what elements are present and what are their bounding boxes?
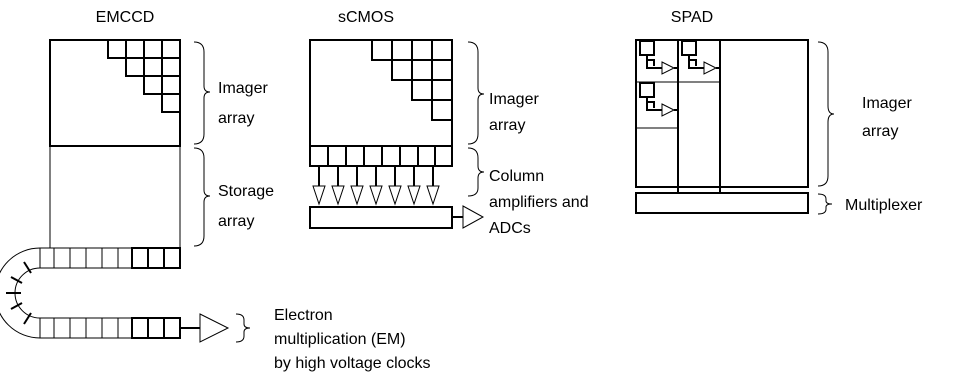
emccd-em-label-line2: multiplication (EM) (274, 331, 406, 348)
emccd-storage-label-line2: array (218, 213, 254, 230)
emccd-storage-array (49, 145, 181, 249)
scmos-title: sCMOS (338, 9, 394, 26)
emccd-storage-label-line1: Storage (218, 183, 274, 200)
spad-detector (639, 82, 655, 98)
scmos-adc-bar (309, 206, 453, 229)
emccd-output-amplifier-triangle (199, 313, 230, 343)
emccd-storage-brace (193, 147, 211, 247)
scmos-column-brace (467, 147, 485, 197)
spad-detector (681, 40, 697, 56)
spad-imager-label-line1: Imager (862, 95, 912, 112)
emccd-serial-register-top (39, 247, 181, 269)
emccd-imager-label-line2: array (218, 110, 254, 127)
emccd-section: EMCCD (0, 9, 431, 372)
emccd-imager-pixel-staircase (107, 39, 181, 113)
emccd-em-register-bottom (39, 317, 181, 339)
spad-multiplexer-bar (635, 192, 809, 214)
spad-title: SPAD (671, 9, 713, 26)
spad-multiplexer-label: Multiplexer (845, 197, 923, 214)
emccd-em-register-turn (0, 247, 41, 339)
scmos-column-label-line3: ADCs (489, 220, 531, 237)
emccd-imager-brace (193, 41, 211, 145)
scmos-imager-label-line1: Imager (489, 91, 539, 108)
spad-imager-brace (817, 41, 835, 187)
scmos-column-amplifier-row (309, 145, 453, 167)
scmos-column-label-line1: Column (489, 168, 544, 185)
spad-imager-label-line2: array (862, 123, 898, 140)
spad-pixel (635, 81, 679, 129)
spad-pixel-circuit (646, 55, 678, 75)
spad-pixel (635, 39, 679, 83)
spad-section: SPAD (635, 9, 923, 215)
scmos-imager-brace (467, 41, 485, 145)
emccd-em-label-line1: Electron (274, 307, 333, 324)
scmos-section: sCMOS (309, 9, 589, 237)
emccd-em-label-line3: by high voltage clocks (274, 355, 431, 372)
spad-multiplexer-brace (817, 193, 833, 215)
emccd-imager-label-line1: Imager (218, 80, 268, 97)
spad-detector (639, 40, 655, 56)
spad-pixel (677, 39, 721, 83)
scmos-output-amplifier-triangle (462, 205, 485, 229)
scmos-imager-label-line2: array (489, 117, 525, 134)
spad-pixel-circuit (646, 97, 678, 117)
spad-pixel-circuit (688, 55, 720, 75)
scmos-adc-arrows (312, 166, 440, 206)
scmos-imager-pixel-staircase (371, 39, 453, 121)
emccd-em-brace (235, 313, 251, 343)
scmos-column-label-line2: amplifiers and (489, 194, 589, 211)
emccd-title: EMCCD (96, 9, 155, 26)
